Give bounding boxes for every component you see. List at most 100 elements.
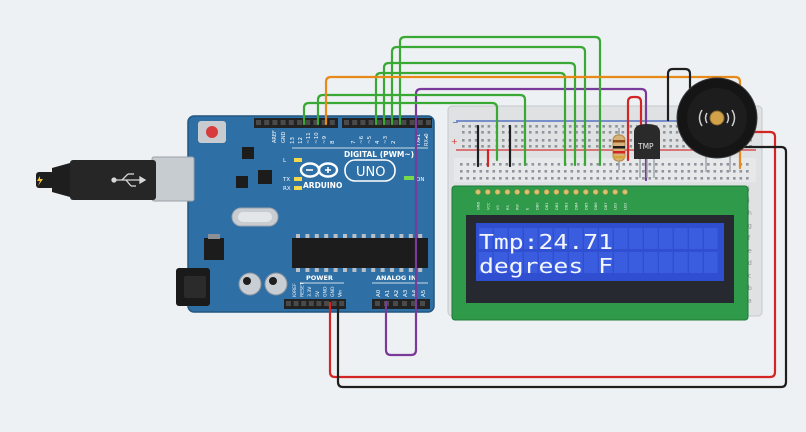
rail-hole[interactable] bbox=[602, 125, 605, 128]
terminal-hole[interactable] bbox=[720, 170, 723, 173]
terminal-hole[interactable] bbox=[492, 177, 496, 180]
terminal-hole[interactable] bbox=[635, 170, 639, 173]
terminal-hole[interactable] bbox=[668, 170, 671, 173]
header-socket[interactable] bbox=[420, 301, 425, 306]
header-socket[interactable] bbox=[256, 120, 261, 125]
rail-hole[interactable] bbox=[608, 125, 612, 128]
terminal-hole[interactable] bbox=[538, 163, 541, 166]
header-socket[interactable] bbox=[339, 301, 345, 306]
rail-hole[interactable] bbox=[548, 139, 551, 142]
rail-hole[interactable] bbox=[554, 131, 558, 134]
rail-hole[interactable] bbox=[521, 139, 524, 142]
rail-hole[interactable] bbox=[629, 131, 633, 134]
terminal-hole[interactable] bbox=[603, 177, 606, 180]
wire-red-5v[interactable] bbox=[328, 130, 777, 379]
terminal-hole[interactable] bbox=[460, 163, 463, 166]
rail-hole[interactable] bbox=[602, 145, 605, 148]
rail-hole[interactable] bbox=[481, 125, 484, 128]
rail-hole[interactable] bbox=[501, 125, 505, 128]
rail-hole[interactable] bbox=[474, 139, 478, 142]
terminal-hole[interactable] bbox=[655, 177, 658, 180]
header-socket[interactable] bbox=[329, 120, 335, 125]
rail-hole[interactable] bbox=[481, 139, 484, 142]
terminal-hole[interactable] bbox=[726, 177, 730, 180]
rail-hole[interactable] bbox=[669, 139, 672, 142]
terminal-hole[interactable] bbox=[499, 177, 502, 180]
header-socket[interactable] bbox=[321, 120, 327, 125]
header-socket[interactable] bbox=[352, 120, 358, 125]
terminal-hole[interactable] bbox=[544, 177, 548, 180]
terminal-hole[interactable] bbox=[700, 177, 704, 180]
wire-green-d3[interactable] bbox=[398, 35, 602, 167]
wire-orange-d10[interactable] bbox=[324, 75, 742, 170]
terminal-hole[interactable] bbox=[512, 170, 515, 173]
rail-hole[interactable] bbox=[474, 125, 478, 128]
rail-hole[interactable] bbox=[669, 145, 672, 148]
terminal-hole[interactable] bbox=[473, 163, 476, 166]
terminal-hole[interactable] bbox=[726, 170, 730, 173]
header-socket[interactable] bbox=[280, 120, 286, 125]
header-socket[interactable] bbox=[313, 120, 319, 125]
lcd-pad[interactable] bbox=[484, 189, 491, 195]
rail-hole[interactable] bbox=[501, 139, 505, 142]
terminal-hole[interactable] bbox=[746, 163, 749, 166]
rail-hole[interactable] bbox=[568, 131, 572, 134]
rail-hole[interactable] bbox=[581, 139, 585, 142]
rail-hole[interactable] bbox=[548, 125, 551, 128]
wire-green-d12[interactable] bbox=[302, 101, 499, 162]
terminal-hole[interactable] bbox=[733, 170, 736, 173]
rail-hole[interactable] bbox=[575, 145, 578, 148]
terminal-hole[interactable] bbox=[538, 177, 541, 180]
rail-hole[interactable] bbox=[596, 145, 599, 148]
terminal-hole[interactable] bbox=[557, 163, 561, 166]
header-socket[interactable] bbox=[376, 120, 382, 125]
rail-hole[interactable] bbox=[468, 145, 471, 148]
wire-green-d4[interactable] bbox=[390, 45, 587, 167]
rail-hole[interactable] bbox=[629, 125, 633, 128]
terminal-hole[interactable] bbox=[596, 170, 600, 173]
terminal-hole[interactable] bbox=[479, 163, 483, 166]
rail-hole[interactable] bbox=[675, 125, 679, 128]
header-socket[interactable] bbox=[411, 301, 416, 306]
lcd-pad[interactable] bbox=[514, 189, 521, 195]
header-socket[interactable] bbox=[375, 301, 380, 306]
lcd-pad[interactable] bbox=[543, 189, 550, 195]
terminal-hole[interactable] bbox=[720, 177, 723, 180]
rail-hole[interactable] bbox=[581, 131, 585, 134]
rail-hole[interactable] bbox=[581, 145, 585, 148]
rail-hole[interactable] bbox=[481, 131, 484, 134]
header-socket[interactable] bbox=[301, 301, 307, 306]
terminal-hole[interactable] bbox=[642, 177, 645, 180]
lcd-pad[interactable] bbox=[533, 189, 540, 195]
terminal-hole[interactable] bbox=[674, 170, 678, 173]
lcd-pad[interactable] bbox=[475, 189, 481, 195]
rail-hole[interactable] bbox=[529, 131, 532, 134]
terminal-hole[interactable] bbox=[648, 177, 652, 180]
terminal-hole[interactable] bbox=[577, 170, 580, 173]
terminal-hole[interactable] bbox=[642, 170, 645, 173]
terminal-hole[interactable] bbox=[674, 177, 678, 180]
terminal-hole[interactable] bbox=[622, 170, 626, 173]
terminal-hole[interactable] bbox=[570, 163, 574, 166]
rail-hole[interactable] bbox=[602, 131, 605, 134]
rail-hole[interactable] bbox=[529, 145, 532, 148]
terminal-hole[interactable] bbox=[499, 163, 502, 166]
terminal-hole[interactable] bbox=[707, 177, 710, 180]
rail-hole[interactable] bbox=[675, 139, 679, 142]
rail-hole[interactable] bbox=[663, 139, 666, 142]
terminal-hole[interactable] bbox=[479, 177, 483, 180]
terminal-hole[interactable] bbox=[590, 177, 593, 180]
rail-hole[interactable] bbox=[562, 125, 566, 128]
terminal-hole[interactable] bbox=[674, 163, 678, 166]
header-socket[interactable] bbox=[324, 301, 329, 306]
wire-black-gnd[interactable] bbox=[336, 145, 788, 389]
header-socket[interactable] bbox=[393, 120, 399, 125]
terminal-hole[interactable] bbox=[583, 170, 587, 173]
rail-hole[interactable] bbox=[487, 139, 491, 142]
terminal-hole[interactable] bbox=[681, 163, 684, 166]
header-socket[interactable] bbox=[288, 120, 294, 125]
terminal-hole[interactable] bbox=[486, 170, 489, 173]
terminal-hole[interactable] bbox=[525, 177, 528, 180]
terminal-hole[interactable] bbox=[538, 170, 541, 173]
terminal-hole[interactable] bbox=[668, 163, 671, 166]
